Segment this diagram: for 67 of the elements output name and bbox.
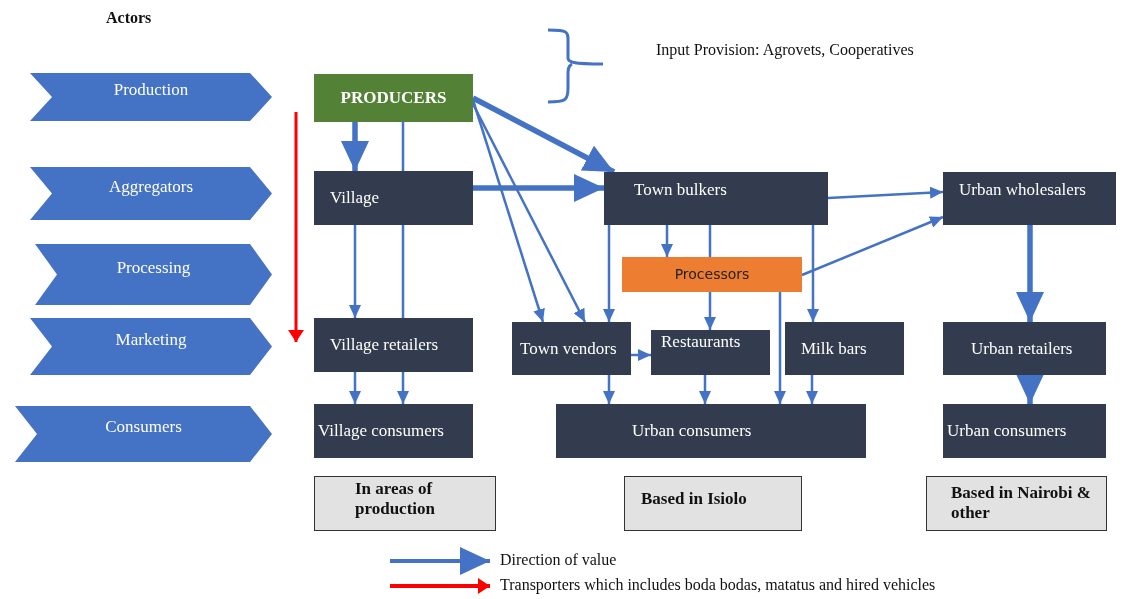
arrow [806, 375, 818, 404]
stage-label: Marketing [114, 329, 188, 350]
node-label: Village [330, 188, 380, 208]
stage-banner [35, 244, 272, 305]
node-label: PRODUCERS [340, 88, 447, 108]
stage-banner [30, 318, 272, 375]
actor-box [943, 404, 1106, 458]
arrow [801, 215, 944, 277]
actor-box [604, 172, 828, 225]
arrow [603, 375, 615, 404]
node-label: Urban wholesalers [959, 180, 1086, 200]
node-label: Based in Nairobi & other [951, 483, 1092, 523]
actor-box [314, 171, 473, 225]
node-label: Milk bars [801, 338, 867, 359]
arrow [471, 99, 545, 323]
node-label: Urban consumers [632, 421, 752, 441]
annotation: Input Provision: Agrovets, Cooperatives [656, 41, 914, 59]
actor-box [512, 322, 631, 375]
arrow [699, 375, 711, 404]
stage-banner [30, 167, 272, 220]
arrow [473, 174, 604, 202]
arrow [397, 372, 409, 404]
actor-box [314, 404, 473, 458]
arrow [471, 103, 587, 323]
actor-box [943, 322, 1106, 375]
actor-box [314, 318, 473, 372]
node-label: Based in Isiolo [641, 489, 747, 509]
stage-banner [30, 73, 272, 121]
arrow [704, 292, 716, 330]
legend-label: Transporters which includes boda bodas, matatus and hired vehicles [500, 576, 936, 594]
arrow [1016, 374, 1044, 404]
arrow [774, 292, 786, 404]
actor-box [785, 322, 904, 375]
producer-box [314, 74, 473, 122]
node-label: Urban consumers [947, 421, 1067, 441]
stage-banner [15, 406, 272, 462]
node-label: Town vendors [520, 338, 617, 359]
arrow [471, 95, 616, 175]
actor-box [651, 330, 770, 375]
node-label: In areas of production [355, 479, 436, 519]
stage-label: Consumers [104, 417, 183, 437]
stage-label: Production [112, 80, 190, 100]
node-label: Town bulkers [634, 180, 727, 200]
node-label: Urban retailers [971, 338, 1073, 359]
node-label: Processors [674, 266, 750, 283]
arrow [807, 225, 819, 322]
actor-box [556, 404, 866, 458]
actor-box [943, 172, 1116, 225]
arrow [661, 225, 673, 257]
node-label: Village retailers [330, 335, 438, 355]
heading: Actors [106, 9, 152, 27]
legend-label: Direction of value [500, 551, 617, 569]
stage-label: Aggregators [108, 176, 194, 197]
arrow [349, 225, 361, 318]
node-label: Village consumers [318, 421, 444, 441]
arrow [631, 349, 651, 361]
note-box [624, 476, 802, 531]
arrow [827, 186, 944, 200]
note-box [926, 476, 1107, 531]
arrow [341, 122, 369, 171]
node-label: Restaurants [661, 332, 741, 352]
arrow [1016, 225, 1044, 322]
arrow [603, 225, 615, 322]
arrow [349, 372, 361, 404]
note-box [314, 476, 496, 531]
processor-box [622, 257, 802, 292]
stage-label: Processing [115, 257, 192, 278]
